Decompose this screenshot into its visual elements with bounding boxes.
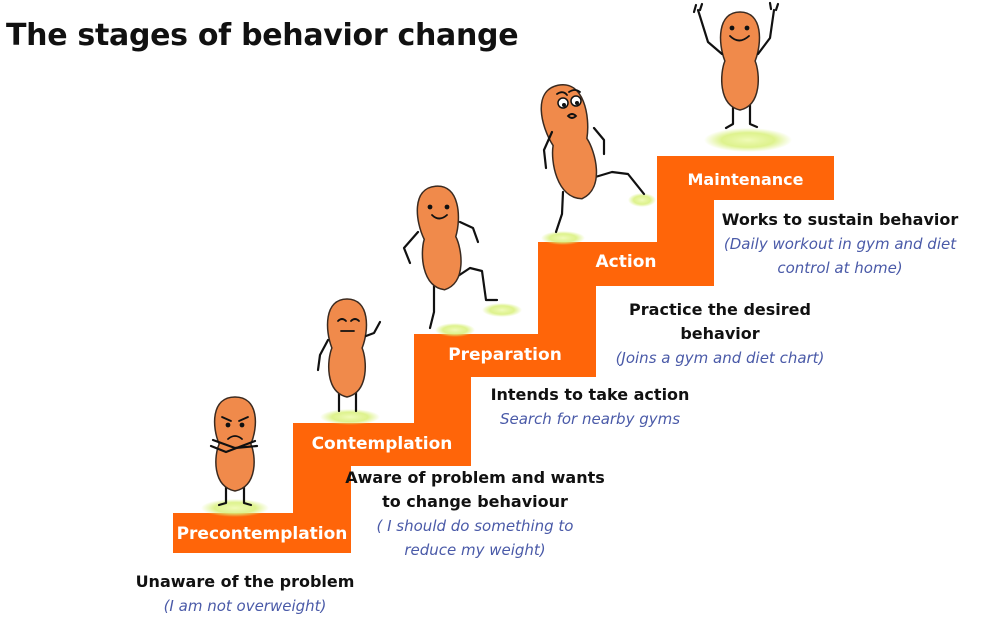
smile-mouth — [431, 214, 448, 220]
step-label-action: Action — [595, 252, 657, 272]
character-preparation — [402, 185, 499, 330]
eyebrow — [238, 416, 249, 422]
crossed-arm — [211, 438, 259, 450]
stage-main-text: to change behaviour — [382, 492, 568, 511]
leg — [554, 190, 565, 234]
step-label-precontemplation: Precontemplation — [176, 524, 348, 544]
crossed-arm — [209, 439, 257, 454]
raised-eyebrow — [556, 91, 568, 96]
stage-main-text: Intends to take action — [490, 385, 690, 404]
raised-leg — [453, 266, 499, 302]
step-label-contemplation: Contemplation — [311, 434, 453, 454]
stage-sub-text: (Joins a gym and diet chart) — [615, 349, 825, 367]
smile-mouth — [729, 35, 750, 42]
leg — [428, 280, 436, 330]
character-body — [326, 298, 368, 398]
leg — [724, 103, 735, 130]
character-contemplation — [316, 298, 382, 413]
raised-arm — [756, 8, 776, 56]
stage-main-text: Works to sustain behavior — [721, 210, 959, 229]
leg — [748, 103, 759, 129]
stage-description-precontemplation: Unaware of the problem (I am not overweig… — [100, 570, 390, 618]
leg — [217, 484, 228, 507]
character-action — [540, 84, 646, 234]
stage-sub-text: reduce my weight) — [404, 541, 546, 559]
eye-dot — [444, 204, 450, 210]
eye-dot — [729, 25, 735, 31]
open-mouth — [566, 113, 578, 119]
character-body — [416, 185, 462, 291]
eye-dot — [427, 204, 433, 210]
arm — [364, 320, 382, 338]
stage-main-text: behavior — [680, 324, 760, 343]
stage-sub-text: ( I should do something to — [376, 517, 574, 535]
character-precontemplation — [209, 396, 259, 507]
feet-glow — [541, 231, 585, 245]
stage-sub-text: control at home) — [777, 259, 903, 277]
finger — [692, 3, 698, 14]
feet-glow — [628, 193, 656, 207]
eyebrow — [221, 416, 232, 422]
feet-glow — [482, 303, 522, 317]
stage-main-text: Aware of problem and wants — [345, 468, 605, 487]
finger — [774, 2, 780, 12]
stage-description-action: Practice the desired behavior (Joins a gym… — [580, 298, 860, 370]
stage-description-maintenance: Works to sustain behavior (Daily workout … — [700, 208, 980, 280]
eye-dot — [575, 101, 579, 105]
stage-sub-text: (Daily workout in gym and diet — [723, 235, 957, 253]
feet-glow — [704, 128, 792, 152]
staircase-steps — [173, 156, 834, 553]
feet-glow — [320, 409, 380, 425]
finger — [768, 1, 773, 11]
step-label-maintenance: Maintenance — [687, 170, 804, 189]
raised-arm — [696, 8, 724, 56]
frown-mouth — [227, 435, 243, 440]
closed-eye — [337, 318, 347, 322]
finger — [698, 2, 704, 12]
arm — [458, 220, 480, 244]
feet-glow — [201, 499, 269, 517]
character-body — [540, 84, 598, 200]
stage-main-text: Unaware of the problem — [135, 572, 355, 591]
arm — [402, 230, 420, 265]
character-body — [213, 396, 257, 492]
eye-dot — [225, 422, 231, 428]
diagram-title: The stages of behavior change — [6, 18, 519, 53]
arm — [592, 126, 606, 156]
stage-sub-text: Search for nearby gyms — [499, 410, 681, 428]
eye-dot — [562, 103, 566, 107]
stage-description-contemplation: Aware of problem and wants to change beha… — [330, 466, 620, 562]
character-maintenance — [692, 1, 780, 130]
eye-dot — [239, 422, 245, 428]
leg — [242, 484, 253, 507]
stage-main-text: Practice the desired — [629, 300, 811, 319]
eye-dot — [744, 25, 750, 31]
raised-eyebrow — [568, 89, 581, 93]
raised-leg — [590, 170, 646, 196]
stage-sub-text: (I am not overweight) — [163, 597, 327, 615]
arm — [542, 130, 554, 170]
arm — [316, 338, 330, 372]
step-label-preparation: Preparation — [448, 345, 562, 365]
closed-eye — [350, 318, 360, 322]
feet-glow — [435, 323, 475, 337]
character-body — [719, 11, 761, 111]
